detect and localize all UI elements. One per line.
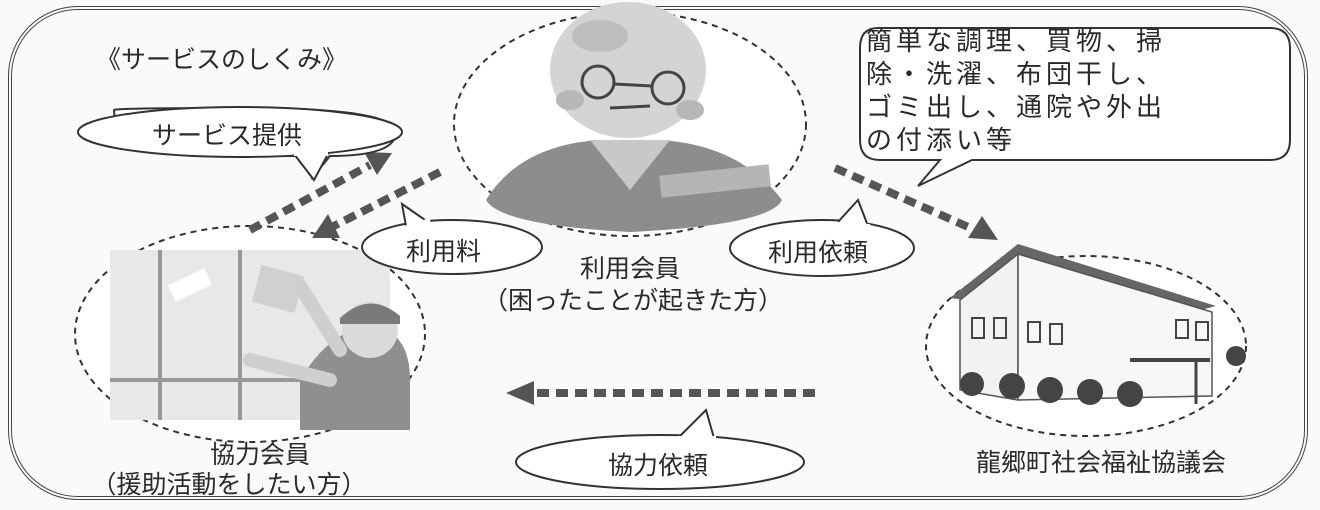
helper-illustration [74, 225, 426, 443]
arrow-service-provision [248, 161, 372, 234]
arrow-usage-fee [328, 168, 442, 232]
user-member-desc: （困ったことが起きた方） [482, 286, 783, 315]
bubbles [77, 27, 1291, 490]
label-service-provision: サービス提供 [152, 121, 303, 150]
user-member-name: 利用会員 [579, 254, 680, 283]
bubble-usage-request [729, 219, 915, 277]
cooperating-member-name: 協力会員 [209, 440, 310, 469]
arrow-usage-request [833, 164, 977, 234]
label-usage-request: 利用依頼 [768, 238, 869, 267]
council-building-illustration [925, 244, 1247, 437]
bubble-usage-fee [361, 219, 543, 275]
council-name: 龍郷町社会福祉協議会 [975, 448, 1226, 477]
diagram-title: 《サービスのしくみ》 [96, 45, 348, 74]
arrows [248, 161, 977, 397]
cooperating-member-desc: （援助活動をしたい方） [91, 470, 367, 499]
label-usage-fee: 利用料 [406, 237, 482, 266]
service-examples-text: 簡単な調理、買物、掃 除・洗濯、布団干し、 ゴミ出し、通院や外出 の付添い等 [866, 27, 1167, 156]
bubble-cooperation-request [515, 434, 805, 490]
elderly-person-illustration [453, 2, 807, 237]
note-box [859, 27, 1291, 187]
label-cooperation-request: 協力依頼 [608, 451, 709, 480]
